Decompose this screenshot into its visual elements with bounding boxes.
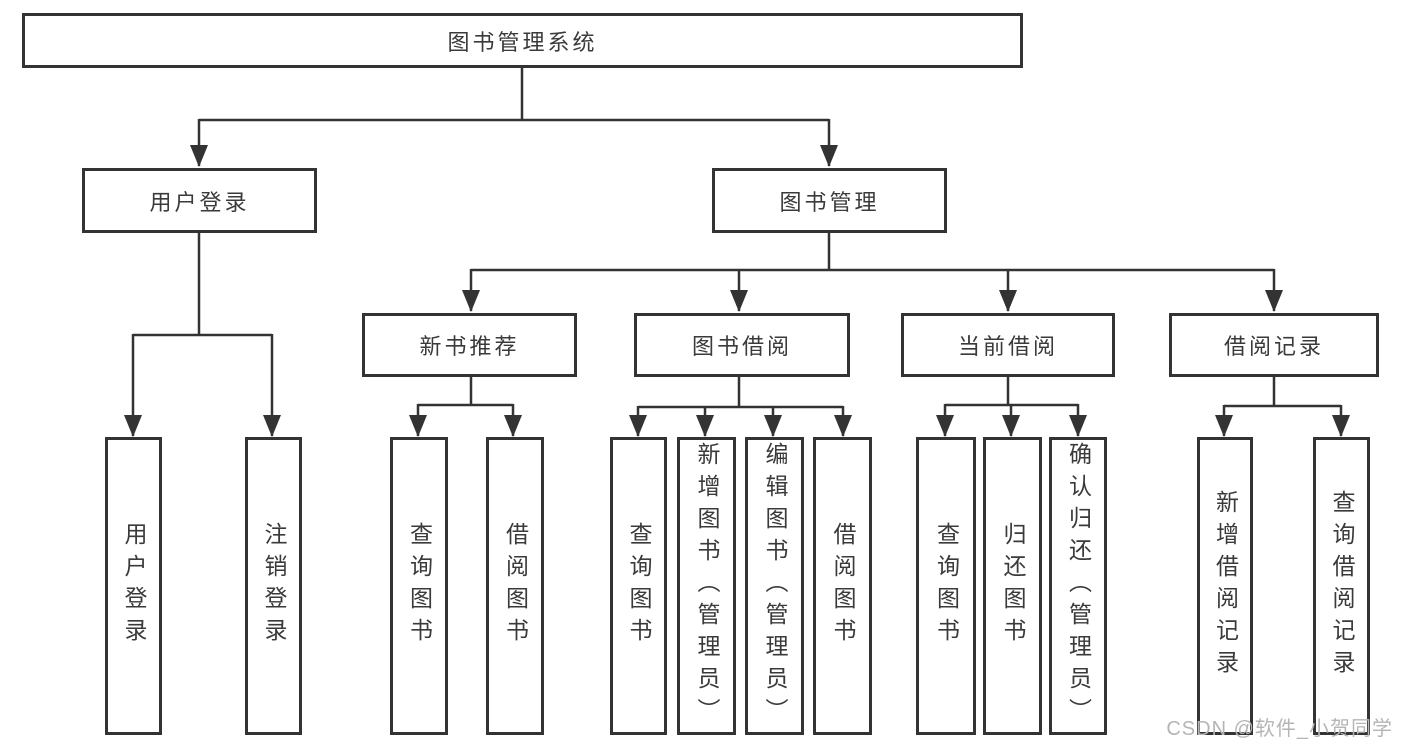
node-label: 图书借阅 xyxy=(691,334,792,359)
node-label: 图书管理系统 xyxy=(447,29,598,55)
leaf-logout: 注销登录 xyxy=(245,437,302,735)
node-label: 当前借阅 xyxy=(957,334,1058,359)
node-label: 图书管理 xyxy=(779,189,880,215)
leaf-label: 借阅图书 xyxy=(830,522,856,650)
node-new-book-recommend: 新书推荐 xyxy=(362,313,577,377)
node-label: 新书推荐 xyxy=(419,334,520,359)
leaf-query-books-borrowing: 查询图书 xyxy=(610,437,667,735)
leaf-add-borrow-record: 新增借阅记录 xyxy=(1197,437,1253,735)
node-book-management: 图书管理 xyxy=(712,168,947,233)
leaf-query-books-recommend: 查询图书 xyxy=(390,437,448,735)
node-library-system: 图书管理系统 xyxy=(22,13,1023,68)
node-label: 用户登录 xyxy=(149,189,250,215)
node-user-login: 用户登录 xyxy=(82,168,317,233)
leaf-label: 借阅图书 xyxy=(502,522,529,650)
node-label: 借阅记录 xyxy=(1223,334,1324,359)
leaf-borrow-books-recommend: 借阅图书 xyxy=(486,437,544,735)
leaf-return-book: 归还图书 xyxy=(983,437,1042,735)
leaf-label: 查询图书 xyxy=(933,522,960,650)
leaf-label: 用户登录 xyxy=(121,522,147,650)
csdn-watermark: CSDN @软件_小贺同学 xyxy=(1166,718,1393,740)
leaf-label: 确认归还（管理员） xyxy=(1065,442,1092,730)
leaf-label: 注销登录 xyxy=(261,522,287,650)
leaf-query-books-current: 查询图书 xyxy=(916,437,976,735)
leaf-label: 归还图书 xyxy=(1000,522,1026,650)
node-book-borrowing: 图书借阅 xyxy=(634,313,850,377)
leaf-label: 查询图书 xyxy=(626,522,652,650)
leaf-query-borrow-record: 查询借阅记录 xyxy=(1313,437,1370,735)
leaf-confirm-return-admin: 确认归还（管理员） xyxy=(1049,437,1107,735)
leaf-label: 编辑图书（管理员） xyxy=(762,442,788,730)
leaf-borrow-books-borrowing: 借阅图书 xyxy=(813,437,872,735)
node-current-borrowing: 当前借阅 xyxy=(901,313,1115,377)
leaf-label: 新增图书（管理员） xyxy=(694,442,720,730)
leaf-label: 查询图书 xyxy=(406,522,433,650)
leaf-add-book-admin: 新增图书（管理员） xyxy=(677,437,736,735)
leaf-label: 查询借阅记录 xyxy=(1329,490,1355,682)
leaf-user-login: 用户登录 xyxy=(105,437,162,735)
node-borrowing-records: 借阅记录 xyxy=(1169,313,1379,377)
leaf-edit-book-admin: 编辑图书（管理员） xyxy=(745,437,804,735)
leaf-label: 新增借阅记录 xyxy=(1212,490,1239,682)
